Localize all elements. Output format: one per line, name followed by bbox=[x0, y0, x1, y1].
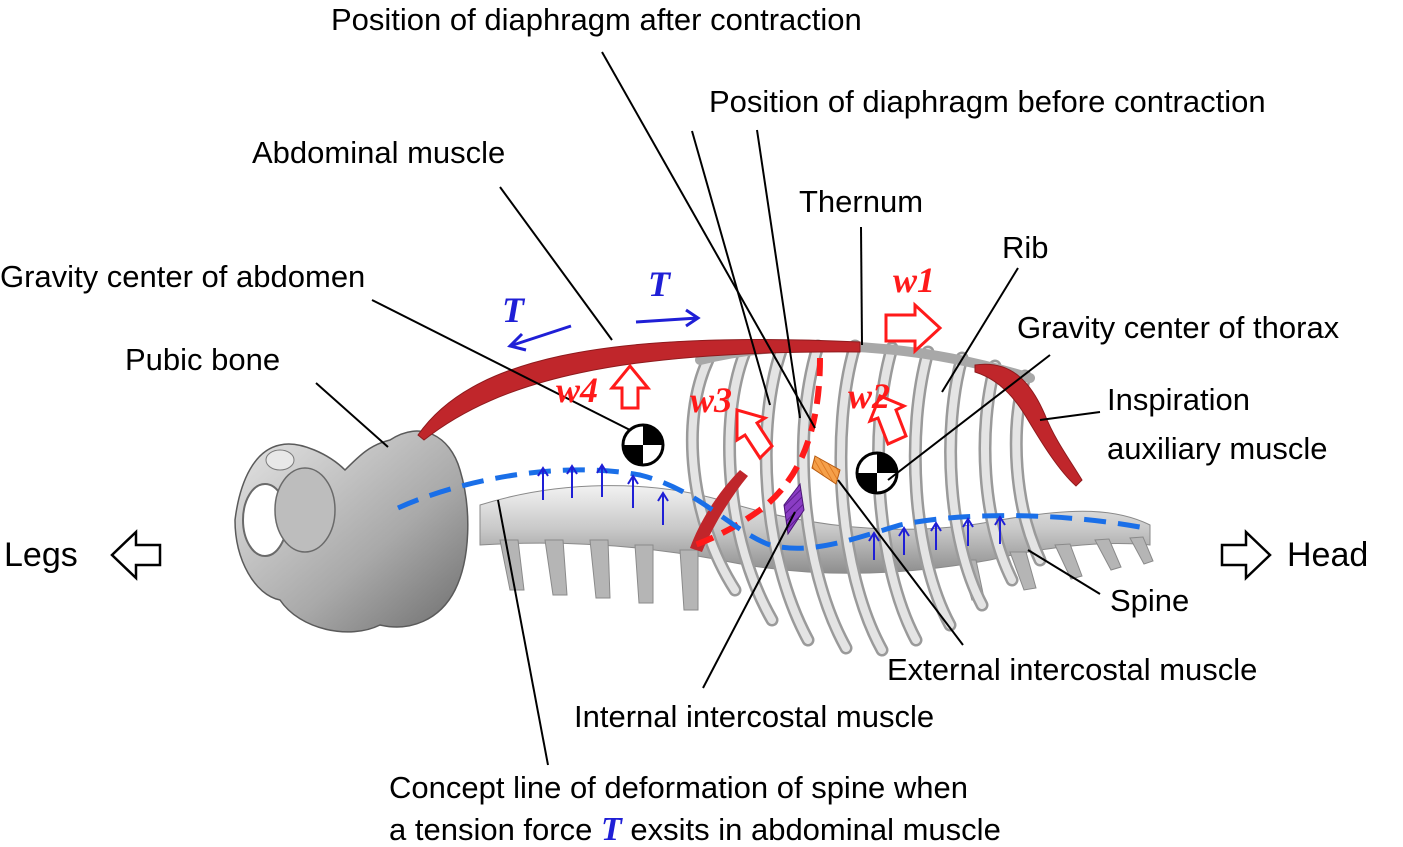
legs-arrow-icon bbox=[110, 529, 162, 581]
legs-label: Legs bbox=[4, 536, 78, 574]
spine-pressure-arrows bbox=[537, 463, 1006, 560]
concept-line-T-symbol: T bbox=[601, 811, 623, 847]
spine-label: Spine bbox=[1110, 583, 1189, 618]
internal-intercostal-label: Internal intercostal muscle bbox=[574, 699, 934, 734]
external-intercostal-label: External intercostal muscle bbox=[887, 652, 1257, 687]
w1-label: w1 bbox=[893, 260, 935, 300]
vertebral-processes bbox=[499, 536, 1154, 611]
w1-arrow-icon bbox=[884, 301, 943, 355]
w2-arrow-icon bbox=[867, 394, 908, 447]
w4-arrow-icon bbox=[608, 363, 652, 410]
pubic-bone-label: Pubic bone bbox=[125, 342, 280, 377]
inspiration-label-line1: Inspiration bbox=[1107, 382, 1250, 417]
w2-label: w2 bbox=[848, 376, 890, 416]
head-arrow-icon bbox=[1220, 529, 1272, 581]
w3-arrow-icon bbox=[735, 408, 774, 461]
head-label: Head bbox=[1287, 536, 1368, 574]
gravity-center-abdomen-marker bbox=[621, 423, 665, 467]
concept-line-label-1: Concept line of deformation of spine whe… bbox=[389, 770, 968, 805]
diaphragm-after-label: Position of diaphragm after contraction bbox=[331, 2, 862, 37]
abdominal-muscle bbox=[417, 338, 861, 441]
concept-line-label-2-post: exsits in abdominal muscle bbox=[622, 812, 1001, 847]
rib-label: Rib bbox=[1002, 230, 1049, 265]
pelvis bbox=[234, 430, 469, 633]
abdominal-wall-lower bbox=[690, 470, 748, 552]
concept-line-label-2-pre: a tension force bbox=[389, 812, 601, 847]
diaphragm-after-line bbox=[691, 357, 823, 549]
abdominal-muscle-label: Abdominal muscle bbox=[252, 135, 505, 170]
concept-line-label-2: a tension force T exsits in abdominal mu… bbox=[389, 811, 1001, 847]
acetabulum bbox=[274, 467, 336, 553]
tension-arrow-right-icon bbox=[635, 308, 701, 328]
tension-arrow-left-icon bbox=[507, 324, 572, 352]
external-intercostal-muscle bbox=[811, 455, 841, 485]
gravity-abdomen-label: Gravity center of abdomen bbox=[0, 259, 365, 294]
gravity-thorax-label: Gravity center of thorax bbox=[1017, 310, 1340, 345]
spine-deformation-concept-line bbox=[396, 467, 1146, 551]
rib-cage bbox=[685, 339, 1047, 657]
gravity-center-thorax-marker bbox=[855, 451, 899, 495]
w3-label: w3 bbox=[690, 380, 732, 420]
leader-lines bbox=[315, 51, 1101, 766]
tension-T-left-label: T bbox=[502, 290, 526, 330]
tension-T-right-label: T bbox=[648, 264, 672, 304]
inspiration-auxiliary-muscle bbox=[974, 363, 1083, 487]
inspiration-label-line2: auxiliary muscle bbox=[1107, 431, 1328, 466]
w4-label: w4 bbox=[556, 370, 598, 410]
thernum-label: Thernum bbox=[799, 184, 923, 219]
diaphragm-before-label: Position of diaphragm before contraction bbox=[709, 84, 1266, 119]
